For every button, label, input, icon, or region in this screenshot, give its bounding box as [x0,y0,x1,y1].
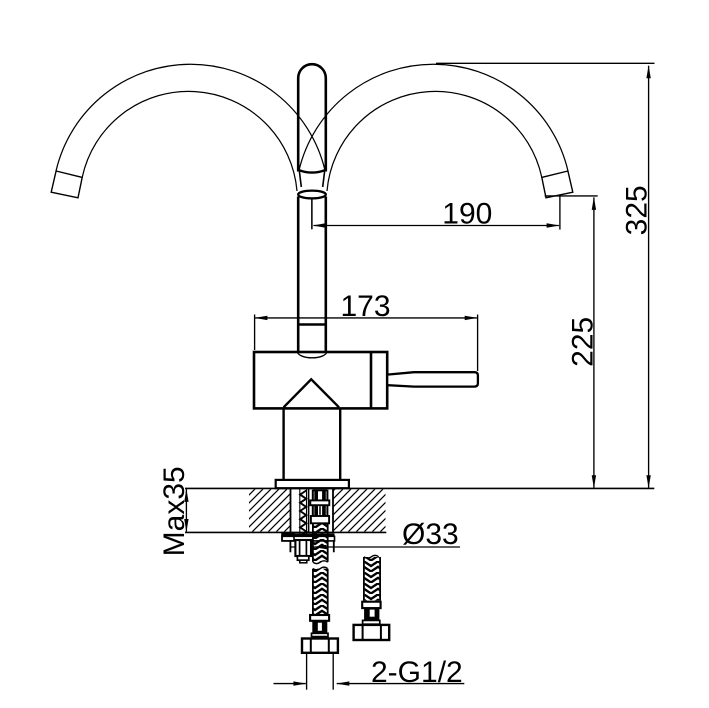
svg-text:325: 325 [620,185,653,235]
svg-text:225: 225 [567,317,600,367]
svg-text:Max35: Max35 [158,466,191,556]
svg-text:2-G1/2: 2-G1/2 [371,656,463,689]
svg-text:Ø33: Ø33 [402,518,459,551]
svg-text:190: 190 [442,198,492,231]
svg-text:173: 173 [341,290,391,323]
